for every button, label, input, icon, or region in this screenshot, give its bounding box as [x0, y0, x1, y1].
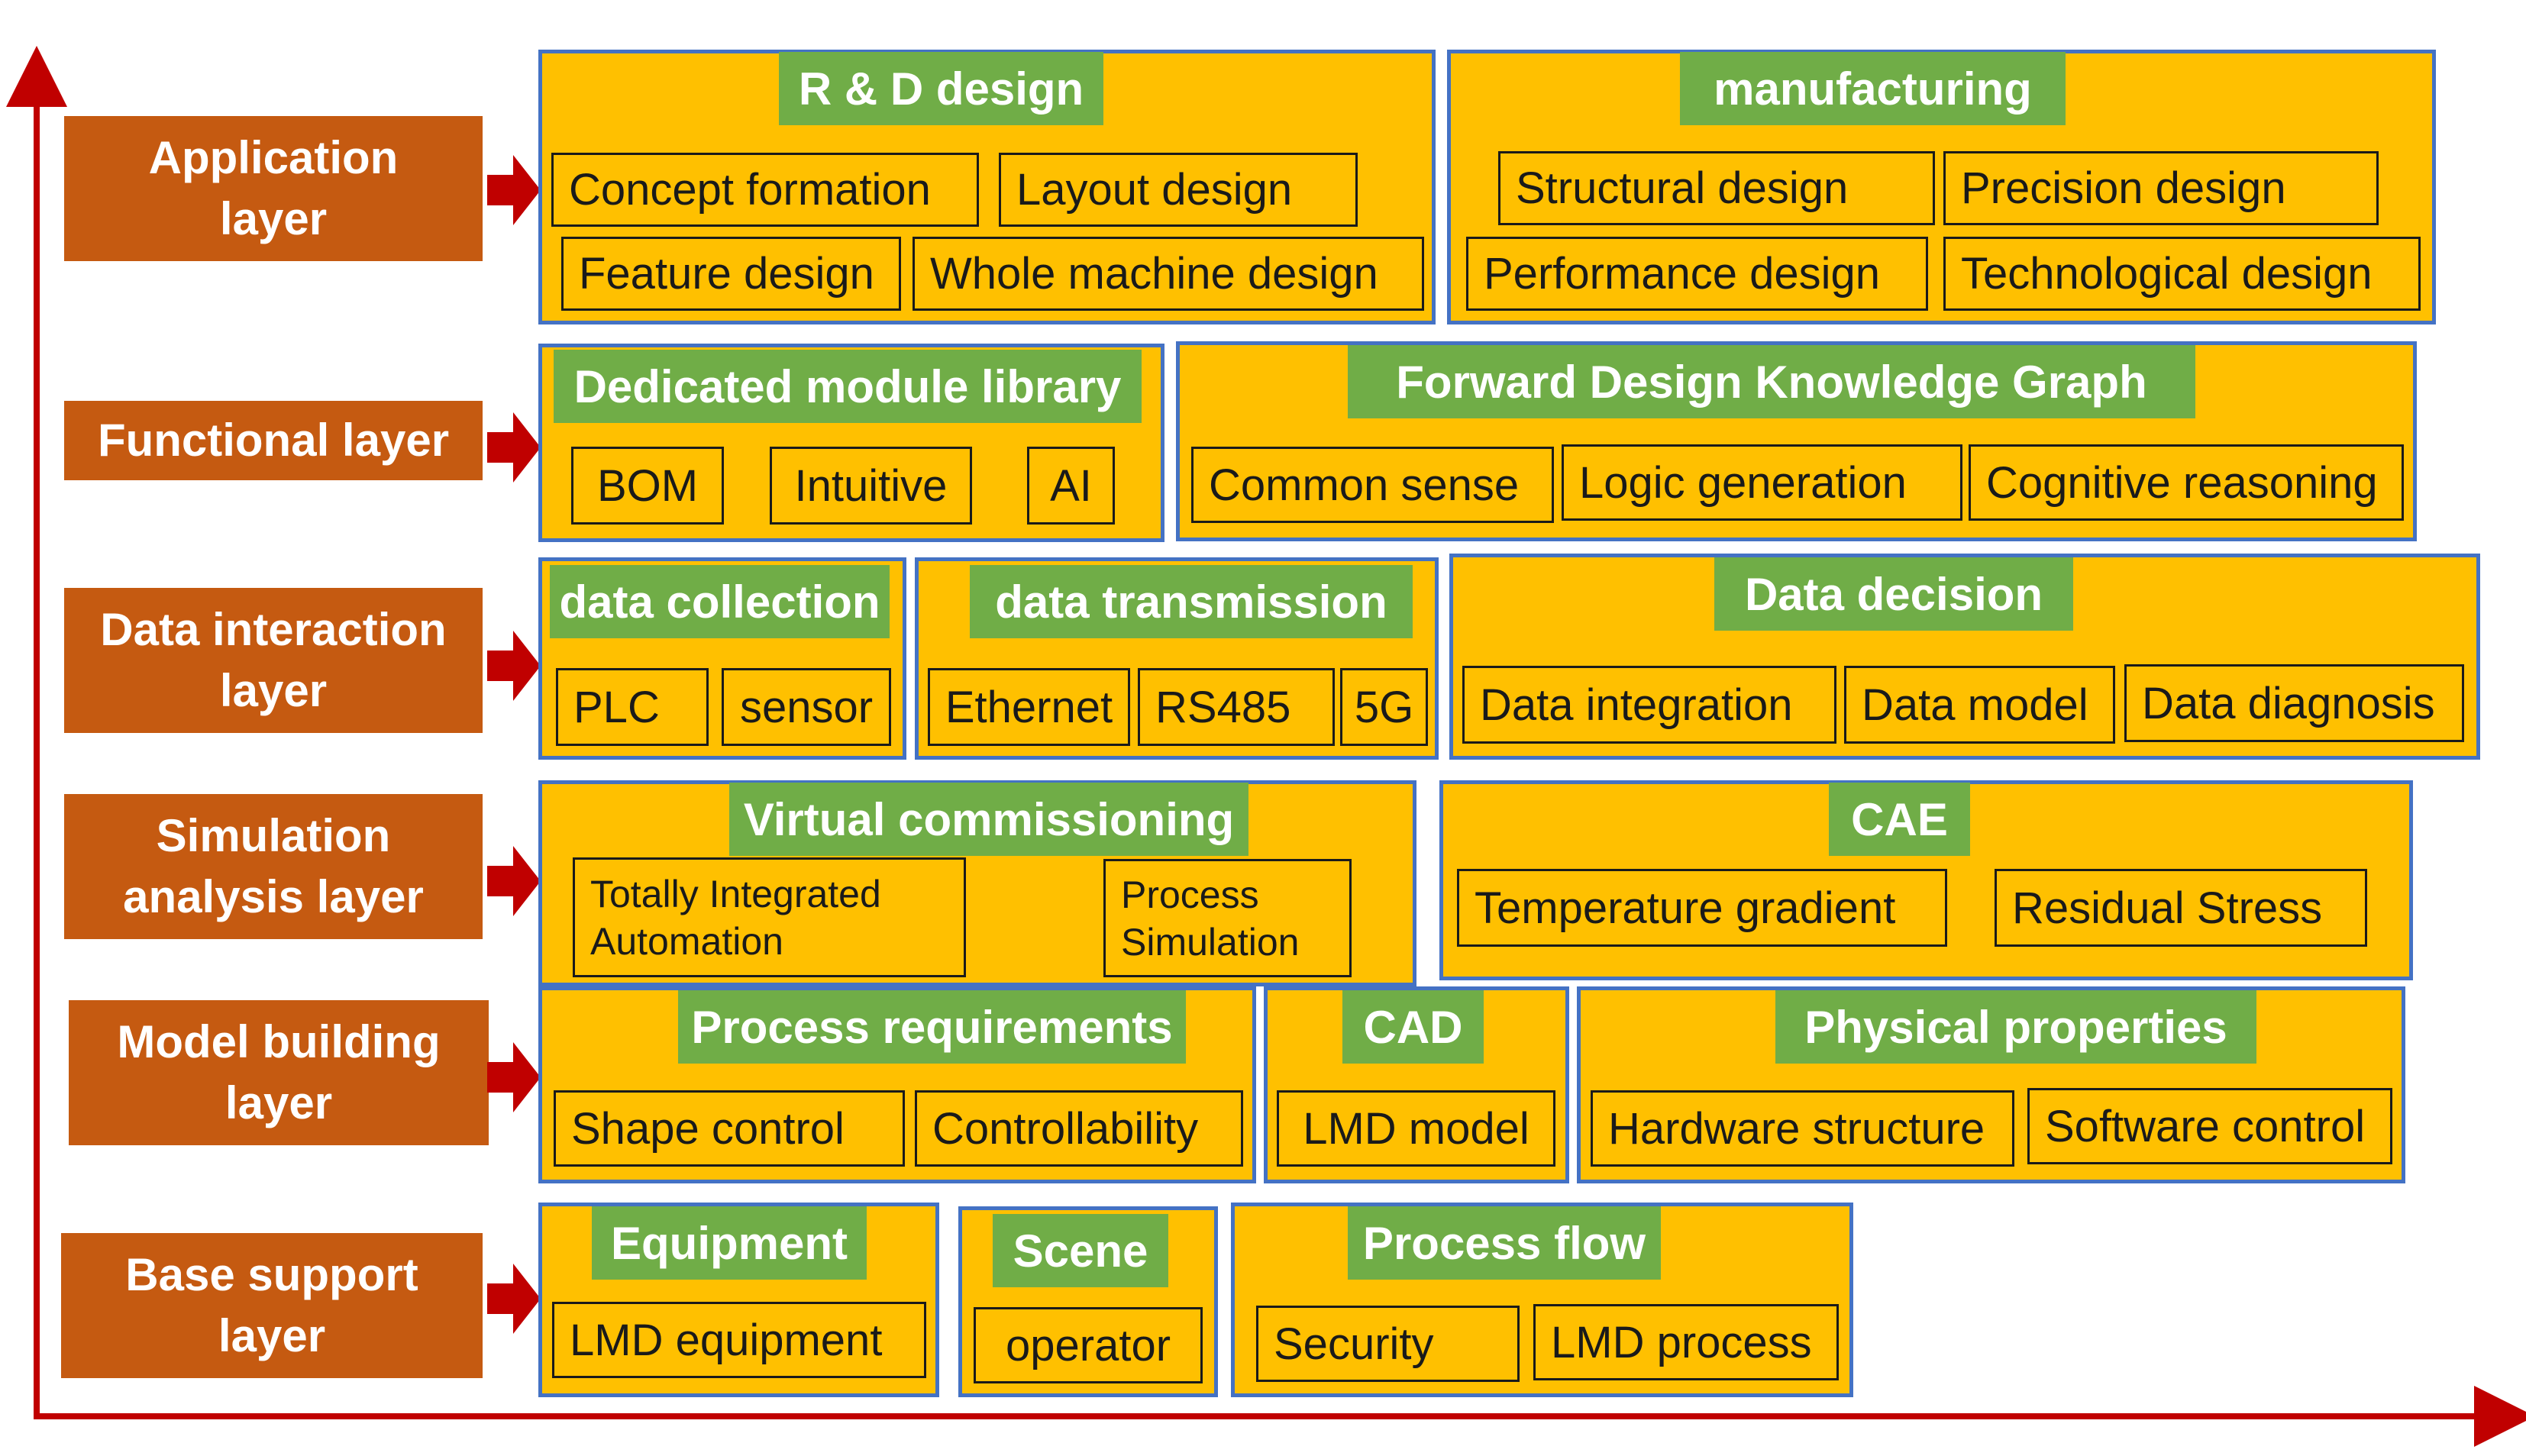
security: Security	[1256, 1306, 1520, 1382]
process-requirements-title: Process requirements	[678, 990, 1186, 1064]
layer-data-interaction: Data interaction layer	[64, 588, 483, 733]
temperature-gradient: Temperature gradient	[1457, 869, 1947, 947]
dedicated-module-library-title: Dedicated module library	[554, 350, 1142, 423]
manufacturing-title: manufacturing	[1680, 52, 2066, 125]
whole-machine-design: Whole machine design	[913, 237, 1424, 311]
controllability: Controllability	[915, 1090, 1243, 1167]
data-diagnosis: Data diagnosis	[2124, 664, 2464, 742]
process-simulation: Process Simulation	[1103, 859, 1352, 977]
arrow-icon	[487, 1042, 541, 1112]
data-integration: Data integration	[1462, 666, 1836, 744]
physical-properties-title: Physical properties	[1775, 990, 2256, 1064]
plc: PLC	[556, 668, 709, 746]
logic-generation: Logic generation	[1562, 444, 1962, 521]
layer-base-support: Base support layer	[61, 1233, 483, 1378]
scene-title: Scene	[993, 1214, 1168, 1287]
arrow-icon	[487, 155, 541, 225]
data-decision-title: Data decision	[1714, 557, 2073, 631]
arrow-icon	[487, 1264, 541, 1334]
lmd-model: LMD model	[1277, 1090, 1555, 1167]
forward-design-knowledge-graph-title: Forward Design Knowledge Graph	[1348, 345, 2195, 418]
cognitive-reasoning: Cognitive reasoning	[1969, 444, 2404, 521]
precision-design: Precision design	[1943, 151, 2379, 225]
rd-design-title: R & D design	[779, 52, 1103, 125]
layer-model-building: Model building layer	[69, 1000, 489, 1145]
data-model: Data model	[1844, 666, 2115, 744]
layer-simulation-analysis: Simulation analysis layer	[64, 794, 483, 939]
virtual-commissioning-title: Virtual commissioning	[729, 783, 1248, 856]
layer-application: Application layer	[64, 116, 483, 261]
ai: AI	[1027, 447, 1115, 525]
arrow-icon	[487, 412, 541, 483]
layout-design: Layout design	[999, 153, 1358, 227]
lmd-process: LMD process	[1533, 1304, 1839, 1380]
residual-stress: Residual Stress	[1995, 869, 2367, 947]
feature-design: Feature design	[561, 237, 901, 311]
equipment-title: Equipment	[592, 1206, 867, 1280]
layer-functional: Functional layer	[64, 401, 483, 480]
bom: BOM	[571, 447, 724, 525]
performance-design: Performance design	[1466, 237, 1928, 311]
structural-design: Structural design	[1498, 151, 1935, 225]
shape-control: Shape control	[554, 1090, 905, 1167]
hardware-structure: Hardware structure	[1591, 1090, 2014, 1167]
data-transmission-title: data transmission	[970, 565, 1413, 638]
arrow-icon	[487, 846, 541, 916]
totally-integrated-automation: Totally Integrated Automation	[573, 857, 966, 977]
lmd-equipment: LMD equipment	[552, 1302, 926, 1378]
concept-formation: Concept formation	[551, 153, 979, 227]
data-collection-title: data collection	[550, 565, 890, 638]
intuitive: Intuitive	[770, 447, 972, 525]
arrow-icon	[487, 631, 541, 701]
5g: 5G	[1340, 668, 1428, 746]
sensor: sensor	[722, 668, 891, 746]
cad-title: CAD	[1342, 990, 1484, 1064]
software-control: Software control	[2027, 1088, 2392, 1164]
common-sense: Common sense	[1191, 447, 1554, 523]
process-flow-title: Process flow	[1348, 1206, 1661, 1280]
rs485: RS485	[1138, 668, 1335, 746]
technological-design: Technological design	[1943, 237, 2421, 311]
cae-title: CAE	[1829, 783, 1970, 856]
block-manufacturing	[1447, 50, 2436, 324]
operator: operator	[974, 1307, 1203, 1383]
ethernet: Ethernet	[928, 668, 1130, 746]
